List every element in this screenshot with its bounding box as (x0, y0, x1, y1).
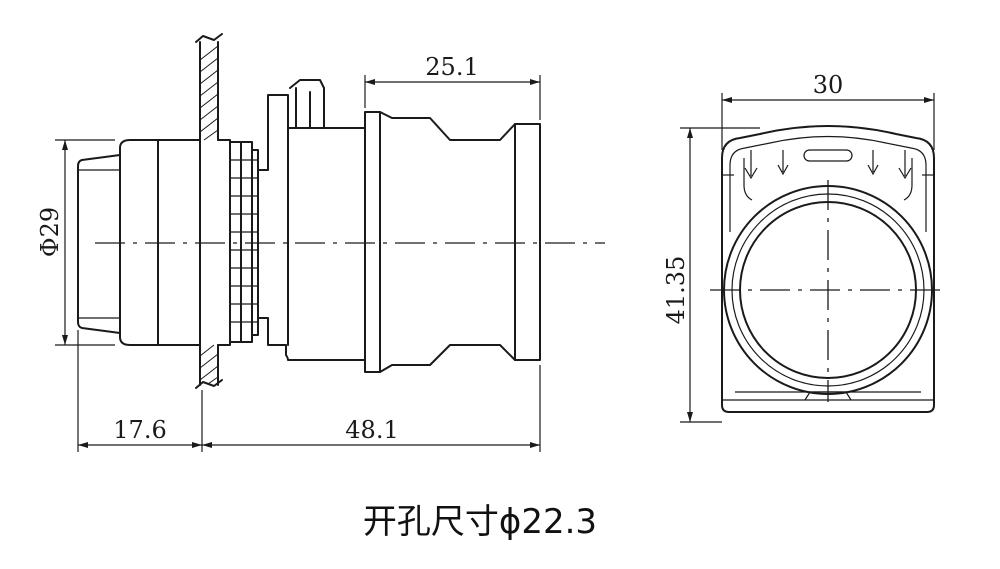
dim-label-body-length: 25.1 (425, 53, 478, 81)
side-view: 25.1 Φ29 17.6 48.1 (36, 33, 605, 452)
top-slot (803, 149, 853, 162)
front-view: 30 41.35 (662, 71, 946, 423)
dim-body-length: 25.1 (364, 53, 541, 120)
dim-label-front-length: 17.6 (113, 416, 166, 444)
dim-width: 30 (721, 71, 935, 150)
mounting-adapter (257, 79, 366, 361)
dim-bottom-lengths: 17.6 48.1 (77, 330, 541, 452)
dim-label-height: 41.35 (662, 256, 690, 325)
mounting-panel (195, 33, 223, 389)
locking-nut (229, 141, 259, 343)
cutout-caption: 开孔尺寸ϕ22.3 (363, 502, 597, 542)
dim-height: 41.35 (662, 127, 760, 423)
dim-diameter: Φ29 (36, 139, 115, 346)
dim-label-rear-length: 48.1 (345, 416, 398, 444)
dim-label-diameter: Φ29 (36, 207, 64, 257)
front-housing (721, 125, 935, 413)
dim-label-width: 30 (813, 71, 844, 99)
arrow-icons (743, 150, 913, 201)
contact-block (364, 111, 541, 373)
